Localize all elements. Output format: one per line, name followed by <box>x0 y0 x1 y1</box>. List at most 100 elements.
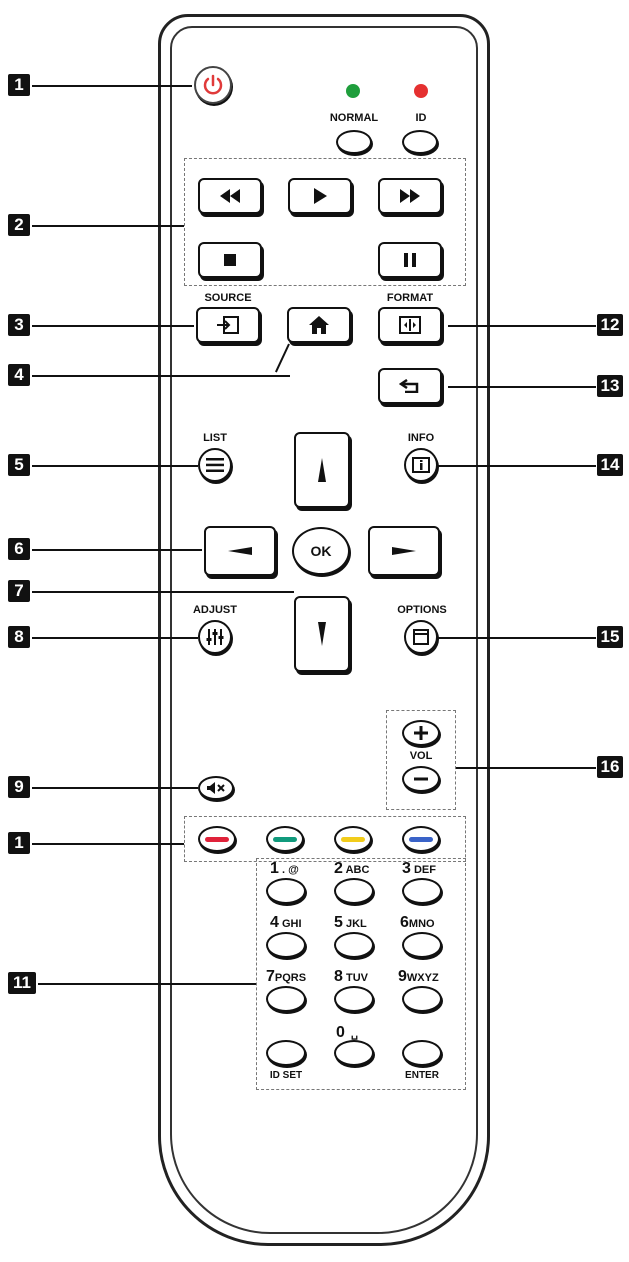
dpad-left-button[interactable] <box>204 526 276 576</box>
volume-group <box>386 710 456 810</box>
id-button[interactable] <box>402 130 438 154</box>
callout-4-home: 4 <box>8 364 30 386</box>
dpad-right-button[interactable] <box>368 526 440 576</box>
up-arrow-icon <box>318 458 326 482</box>
key-8-button[interactable] <box>334 986 374 1012</box>
red-key-bar <box>205 836 229 842</box>
callout-12-format: 12 <box>597 314 623 336</box>
leader-line <box>32 591 294 593</box>
info-icon <box>412 457 430 473</box>
volume-up-button[interactable] <box>402 720 440 746</box>
format-button[interactable] <box>378 307 442 343</box>
blue-key-button[interactable] <box>402 826 440 852</box>
yellow-key-button[interactable] <box>334 826 372 852</box>
id-label: ID <box>415 112 427 124</box>
key-9-button[interactable] <box>402 986 442 1012</box>
key-8-label: 8 TUV <box>334 968 368 985</box>
dpad-down-button[interactable] <box>294 596 350 672</box>
options-label: OPTIONS <box>397 604 447 616</box>
play-button[interactable] <box>288 178 352 214</box>
stop-button[interactable] <box>198 242 262 278</box>
dpad-up-button[interactable] <box>294 432 350 508</box>
key-3-button[interactable] <box>402 878 442 904</box>
info-button[interactable] <box>404 448 438 482</box>
rewind-button[interactable] <box>198 178 262 214</box>
left-arrow-icon <box>228 547 252 555</box>
info-label: INFO <box>407 432 435 444</box>
green-key-button[interactable] <box>266 826 304 852</box>
vol-label: VOL <box>409 750 433 762</box>
leader-line <box>32 549 202 551</box>
callout-11-numpad: 11 <box>8 972 36 994</box>
callout-7-ok: 7 <box>8 580 30 602</box>
stop-icon <box>224 254 236 266</box>
home-button[interactable] <box>287 307 351 343</box>
color-key-group <box>184 816 466 862</box>
key-7-button[interactable] <box>266 986 306 1012</box>
red-key-button[interactable] <box>198 826 236 852</box>
options-button[interactable] <box>404 620 438 654</box>
fast-forward-icon <box>400 189 420 203</box>
normal-label: NORMAL <box>329 112 379 124</box>
key-1-label: 1 . @ <box>270 860 299 877</box>
enter-button[interactable] <box>402 1040 442 1066</box>
key-5-button[interactable] <box>334 932 374 958</box>
callout-13-back: 13 <box>597 375 623 397</box>
pause-button[interactable] <box>378 242 442 278</box>
power-button[interactable] <box>194 66 232 104</box>
adjust-label: ADJUST <box>192 604 237 616</box>
down-arrow-icon <box>318 622 326 646</box>
ok-button[interactable]: OK <box>292 527 350 575</box>
green-led-indicator <box>346 84 360 98</box>
volume-down-button[interactable] <box>402 766 440 792</box>
callout-15-options: 15 <box>597 626 623 648</box>
home-icon <box>309 316 329 334</box>
callout-9-mute: 9 <box>8 776 30 798</box>
id-set-label: ID SET <box>269 1070 303 1081</box>
callout-6-left: 6 <box>8 538 30 560</box>
leader-line <box>32 843 184 845</box>
leader-line <box>32 375 290 377</box>
key-7-label: 7PQRS <box>266 968 307 985</box>
fast-forward-button[interactable] <box>378 178 442 214</box>
key-3-label: 3 DEF <box>402 860 436 877</box>
source-button[interactable] <box>196 307 260 343</box>
leader-line <box>428 637 596 639</box>
key-4-label: 4 GHI <box>270 914 302 931</box>
adjust-button[interactable] <box>198 620 232 654</box>
remote-body <box>158 14 490 1246</box>
media-button-group <box>184 158 466 286</box>
leader-line <box>32 637 198 639</box>
key-9-label: 9WXYZ <box>398 968 439 985</box>
input-source-icon <box>217 316 239 334</box>
mute-button[interactable] <box>198 776 234 800</box>
list-button[interactable] <box>198 448 232 482</box>
list-label: LIST <box>203 432 227 444</box>
callout-2-media: 2 <box>8 214 30 236</box>
leader-line <box>32 225 184 227</box>
red-led-indicator <box>414 84 428 98</box>
list-icon <box>206 458 224 472</box>
enter-label: ENTER <box>405 1070 439 1081</box>
callout-8-adjust: 8 <box>8 626 30 648</box>
normal-button[interactable] <box>336 130 372 154</box>
leader-line <box>32 85 192 87</box>
key-0-button[interactable] <box>334 1040 374 1066</box>
back-button[interactable] <box>378 368 442 404</box>
leader-line <box>448 325 596 327</box>
id-set-button[interactable] <box>266 1040 306 1066</box>
callout-3-source: 3 <box>8 314 30 336</box>
key-6-button[interactable] <box>402 932 442 958</box>
right-arrow-icon <box>392 547 416 555</box>
leader-line <box>32 325 194 327</box>
callout-14-info: 14 <box>597 454 623 476</box>
key-1-button[interactable] <box>266 878 306 904</box>
pause-icon <box>404 253 416 267</box>
key-2-button[interactable] <box>334 878 374 904</box>
leader-line <box>38 983 256 985</box>
key-4-button[interactable] <box>266 932 306 958</box>
back-arrow-icon <box>399 379 419 393</box>
green-key-bar <box>273 836 297 842</box>
power-icon <box>203 74 223 95</box>
callout-10-color-keys: 1 <box>8 832 30 854</box>
